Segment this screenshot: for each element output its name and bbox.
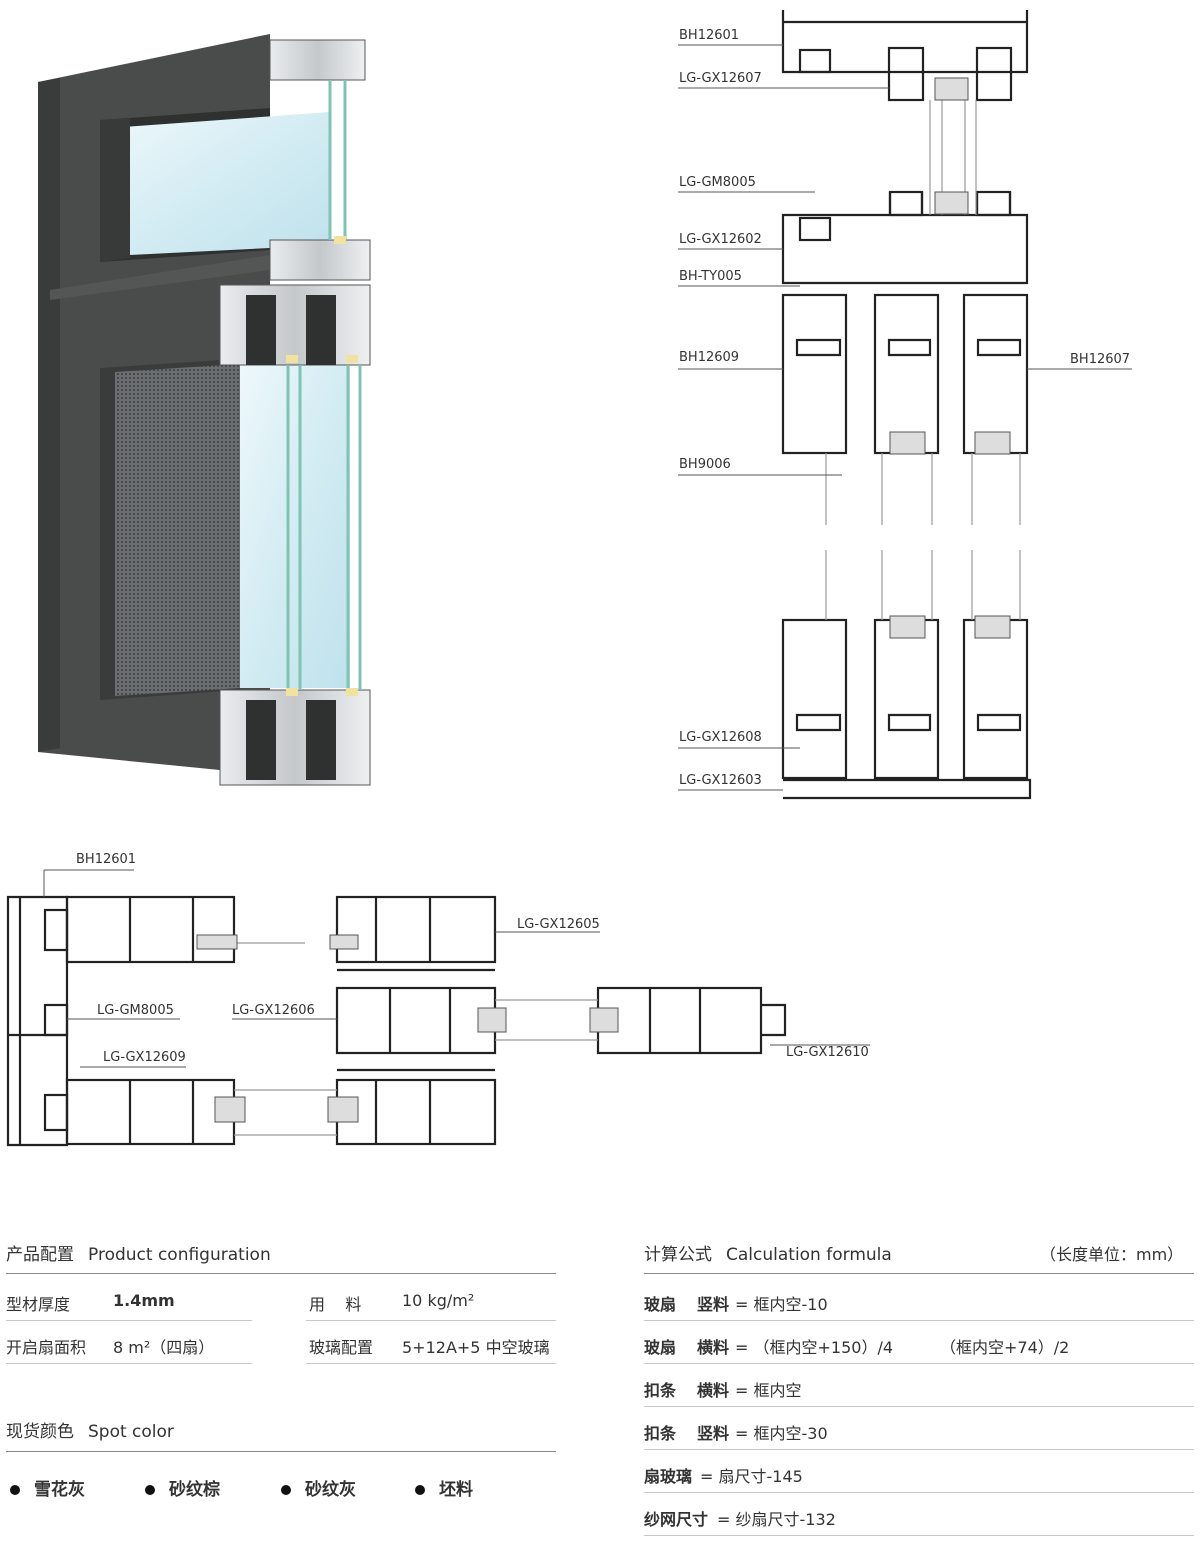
config-row1-rule-left <box>6 1320 252 1321</box>
colors-title-rule <box>6 1451 556 1452</box>
color-raw-label: 坯料 <box>439 1480 473 1500</box>
thickness-value: 1.4mm <box>113 1291 175 1310</box>
formula-row-4-rule <box>644 1449 1194 1450</box>
formula-row-3-c: = 框内空 <box>735 1381 802 1400</box>
label-bh12609: BH12609 <box>679 350 740 365</box>
label-lg-gx12608: LG-GX12608 <box>679 730 762 745</box>
formula-title-cn: 计算公式 <box>644 1245 712 1265</box>
formula-row-2-rule <box>644 1363 1194 1364</box>
formula-unit: （长度单位：mm） <box>1040 1245 1184 1264</box>
area-value: 8 m²（四扇） <box>113 1338 215 1357</box>
area-label: 开启扇面积 <box>6 1338 87 1357</box>
label-bh9006: BH9006 <box>679 457 731 472</box>
label-lg-gx12605: LG-GX12605 <box>517 917 600 932</box>
colors-title: 现货颜色 Spot color <box>6 1417 174 1442</box>
formula-title-en: Calculation formula <box>726 1245 892 1265</box>
formula-title-rule <box>644 1273 1194 1274</box>
glass-value: 5+12A+5 中空玻璃 <box>402 1338 550 1357</box>
usage-label: 用 料 <box>309 1295 362 1314</box>
label-lg-gx12603: LG-GX12603 <box>679 773 762 788</box>
colors-title-cn: 现货颜色 <box>6 1422 74 1442</box>
config-row2-rule-right <box>306 1363 556 1364</box>
formula-row-3-a: 扣条 <box>644 1381 677 1400</box>
formula-row-4-a: 扣条 <box>644 1424 677 1443</box>
label-bh12607: BH12607 <box>1070 352 1131 367</box>
config-title-cn: 产品配置 <box>6 1245 74 1265</box>
config-row1-rule-right <box>306 1320 556 1321</box>
formula-row-1-c: = 框内空-10 <box>735 1295 828 1314</box>
label-lg-gx12610: LG-GX12610 <box>786 1045 869 1060</box>
label-bh12601-b: BH12601 <box>76 852 137 867</box>
formula-row-3-rule <box>644 1406 1194 1407</box>
color-sand-brown: 砂纹棕 <box>145 1475 220 1500</box>
formula-row-4-b: 竖料 <box>697 1424 730 1443</box>
formula-row-6-a: 纱网尺寸 <box>644 1510 709 1529</box>
color-raw: 坯料 <box>415 1475 473 1500</box>
label-lg-gx12607: LG-GX12607 <box>679 71 762 86</box>
label-lg-gm8005-a: LG-GM8005 <box>679 175 756 190</box>
color-sand-gray-label: 砂纹灰 <box>305 1480 356 1500</box>
formula-row-5-a: 扇玻璃 <box>644 1467 693 1486</box>
formula-row-1-a: 玻扇 <box>644 1295 677 1314</box>
label-lg-gx12609: LG-GX12609 <box>103 1050 186 1065</box>
config-title-en: Product configuration <box>88 1245 271 1265</box>
label-bh12601-a: BH12601 <box>679 28 740 43</box>
label-lg-gx12602: LG-GX12602 <box>679 232 762 247</box>
label-lg-gm8005-b: LG-GM8005 <box>97 1003 174 1018</box>
formula-row-5-c: = 扇尺寸-145 <box>700 1467 803 1486</box>
label-lg-gx12606: LG-GX12606 <box>232 1003 315 1018</box>
colors-title-en: Spot color <box>88 1422 174 1442</box>
formula-title: 计算公式 Calculation formula <box>644 1240 892 1265</box>
formula-row-4-c: = 框内空-30 <box>735 1424 828 1443</box>
thickness-label: 型材厚度 <box>6 1295 71 1314</box>
formula-row-6-rule <box>644 1535 1194 1536</box>
formula-row-1-b: 竖料 <box>697 1295 730 1314</box>
window-profile-render <box>38 34 371 786</box>
config-title: 产品配置 Product configuration <box>6 1240 271 1265</box>
color-snow-gray-label: 雪花灰 <box>34 1480 85 1500</box>
formula-row-3-b: 横料 <box>697 1381 730 1400</box>
formula-row-2-d: （框内空+74）/2 <box>940 1338 1070 1357</box>
formula-row-1-rule <box>644 1320 1194 1321</box>
color-sand-brown-label: 砂纹棕 <box>169 1480 220 1500</box>
usage-value: 10 kg/m² <box>402 1291 475 1310</box>
glass-label: 玻璃配置 <box>309 1338 374 1357</box>
color-sand-gray: 砂纹灰 <box>281 1475 356 1500</box>
formula-row-2-c: = （框内空+150）/4 <box>735 1338 894 1357</box>
vertical-section-drawing <box>678 10 1132 800</box>
config-row2-rule-left <box>6 1363 252 1364</box>
formula-row-5-rule <box>644 1492 1194 1493</box>
color-snow-gray: 雪花灰 <box>10 1475 85 1500</box>
horizontal-section-drawing <box>6 869 870 1147</box>
config-title-rule <box>6 1273 556 1274</box>
formula-row-6-c: = 纱扇尺寸-132 <box>717 1510 836 1529</box>
formula-row-2-b: 横料 <box>697 1338 730 1357</box>
label-bh-ty005: BH-TY005 <box>679 269 742 284</box>
formula-row-2-a: 玻扇 <box>644 1338 677 1357</box>
